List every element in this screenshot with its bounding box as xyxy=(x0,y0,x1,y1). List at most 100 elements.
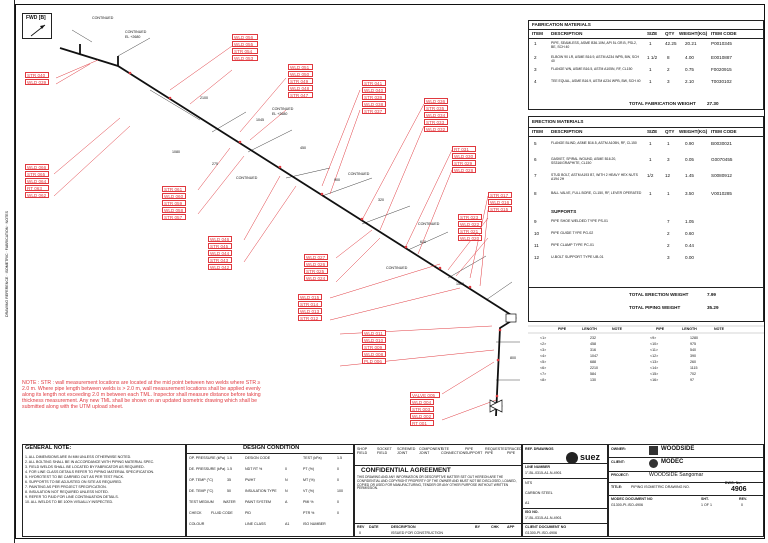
fab-row-desc: ELBOW 90 LR, ASME B16.9, ASTM A234 WPB, … xyxy=(551,55,639,63)
erc-title: ERECTION MATERIALS xyxy=(532,119,584,124)
north-arrow-box: FWD [B] xyxy=(22,13,52,39)
cut-len: 390 xyxy=(690,354,696,358)
drawing-frame xyxy=(15,4,765,539)
weld-label: WLD 020 xyxy=(458,235,482,241)
weld-label: STR 025 xyxy=(304,268,328,274)
iso-continued-5: CONTINUED xyxy=(348,172,370,176)
cut-id: <15> xyxy=(650,372,659,376)
dimension-lines xyxy=(71,29,520,381)
cut-len: 458 xyxy=(590,342,596,346)
dc-value: 50 xyxy=(227,489,231,493)
cut-len: 97 xyxy=(690,378,694,382)
title-label: TITLE: xyxy=(611,485,623,489)
drawing-title: PIPING ISOMETRIC DRAWING NO. xyxy=(631,485,690,489)
erc-row-desc: STUD BOLT, ASTM A193 B7, WITH 2 HEAVY HE… xyxy=(551,173,638,181)
dc-label: TEST (kPa) xyxy=(303,456,322,460)
general-note-line: 4. FOR LINE CLASS DETAILS REFER TO PIPIN… xyxy=(25,470,155,474)
fab-row-wt: 20.21 xyxy=(685,41,697,46)
sht-value: 1 OF 1 xyxy=(701,503,712,507)
rev-col: DATE xyxy=(369,525,379,529)
weld-label: WLD 028 xyxy=(452,167,476,173)
weld-label: WLD 026 xyxy=(304,261,328,267)
weld-label: STR 049 xyxy=(288,78,313,84)
rev-value: 0 xyxy=(741,503,743,507)
cut-len: 260 xyxy=(690,360,696,364)
client-label: CLIENT: xyxy=(611,460,625,464)
weld-label: WLD 013 xyxy=(298,308,322,314)
erc-row-desc: GASKET, SPIRAL WOUND, ASME B16.20, SS316… xyxy=(551,157,617,165)
erc-row-item: 12 xyxy=(534,255,540,260)
weld-label: STR 061 xyxy=(162,186,186,192)
client-logo-icon xyxy=(649,459,658,468)
project-label: PROJECT: xyxy=(611,473,629,477)
weld-label: WLD 048 xyxy=(288,85,313,91)
dc-label: CHECK xyxy=(189,511,202,515)
dc-value: 0 xyxy=(337,478,339,482)
fab-col-code: ITEM CODE xyxy=(711,31,737,36)
erc-col-weight: WEIGHT(KG) xyxy=(679,129,708,134)
fab-row-code: P0010345 xyxy=(711,41,732,46)
rev-col: APP xyxy=(507,525,515,529)
dc-label: PWHT xyxy=(245,478,256,482)
cut-len: 702 xyxy=(690,372,696,376)
iso-dim-3: 450 xyxy=(300,146,306,150)
iso-dim-1: 2100 xyxy=(200,96,208,100)
cut-header-note: NOTE xyxy=(612,327,622,331)
erc-row-qty: 3 xyxy=(667,255,670,260)
weld-label: WLD 058 xyxy=(162,207,186,213)
cut-id: <5> xyxy=(540,360,547,364)
general-note-line: 6. SUPPORTS TO BE ADJUSTED ON SITE AS RE… xyxy=(25,480,123,484)
weld-label: STR 029 xyxy=(452,160,476,166)
erc-row-wt: 3.50 xyxy=(685,191,694,196)
erc-row-desc: PIPE SHOE WELDED TYPE PS-01 xyxy=(551,219,609,223)
drawing-info: REF. DRAWINGS LINE NUMBER 1"-BL-0315-A1-… xyxy=(522,444,608,537)
fab-row-code: T0030102 xyxy=(711,79,732,84)
dc-label: LINE CLASS xyxy=(245,522,266,526)
dc-label: NDT RT % xyxy=(245,467,263,471)
erc-row-desc: BALL VALVE, FULL BORE, CL150, RF, LEVER … xyxy=(551,191,642,195)
erc-row-size: 1 xyxy=(649,141,652,146)
erc-row-qty: 12 xyxy=(665,173,671,178)
iso-continued-4: CONTINUED xyxy=(236,176,258,180)
weld-label: WLD 042 xyxy=(208,264,232,270)
iso-dim-4: 900 xyxy=(334,178,340,182)
fab-row-item: 4 xyxy=(534,79,537,84)
line-no-label: LINE NUMBER xyxy=(525,465,550,469)
legend-item: REQUESTED PIPE xyxy=(485,447,508,455)
fab-row-size: 1 xyxy=(649,41,652,46)
erc-row-item: 8 xyxy=(534,191,537,196)
legend-item: SITE CONNECTION xyxy=(441,447,466,455)
weld-label: WLD 053 xyxy=(232,55,258,61)
erc-row-desc: PIPE GUIDE TYPE PG-02 xyxy=(551,231,594,235)
weld-label: STR 039 xyxy=(362,94,386,100)
weld-label: WLD 016 xyxy=(488,199,512,205)
dc-value: FLUID CODE xyxy=(211,511,233,515)
weld-label: RT 031 xyxy=(452,146,476,152)
weld-label: STR 023 xyxy=(458,214,482,220)
weld-label: WLD 022 xyxy=(458,221,482,227)
erc-row-item: 6 xyxy=(534,157,537,162)
erc-row-qty: 7 xyxy=(667,219,670,224)
weld-label: STR 003 xyxy=(410,406,434,412)
weld-label: WLD 010 xyxy=(362,337,386,343)
iso-dim-9: 1500 xyxy=(456,282,464,286)
erc-col-qty: QTY xyxy=(665,129,675,134)
owner-name: WOODSIDE xyxy=(661,446,695,452)
cut-id: <6> xyxy=(540,366,547,370)
erc-row-desc: FLANGE BLIND, ASME B16.5, ASTM A105N, RF… xyxy=(551,141,637,145)
stamp-block: SHOP FIELD SOCKET FIELD SCREWED JOINT CO… xyxy=(354,444,522,537)
erc-col-size: SIZE xyxy=(647,129,658,134)
iso-el-1: EL +2680 xyxy=(125,35,141,39)
dc-value: N xyxy=(285,489,288,493)
weld-label: RT 063 xyxy=(25,185,49,191)
grand-total-value: 35.29 xyxy=(707,305,719,310)
erc-total-label: TOTAL ERECTION WEIGHT xyxy=(629,292,689,297)
erc-row-qty: 2 xyxy=(667,231,670,236)
weld-label: STR 045 xyxy=(208,243,232,249)
client-doc-no: G1300-PI-ISO-4906 xyxy=(611,503,643,507)
rev-label: REV. xyxy=(739,497,748,501)
valve-symbol xyxy=(489,313,517,413)
cut-id: <13> xyxy=(650,360,659,364)
client-doc-label: MODEC DOCUMENT NO xyxy=(611,497,653,501)
weld-label: WLD 027 xyxy=(304,254,328,260)
